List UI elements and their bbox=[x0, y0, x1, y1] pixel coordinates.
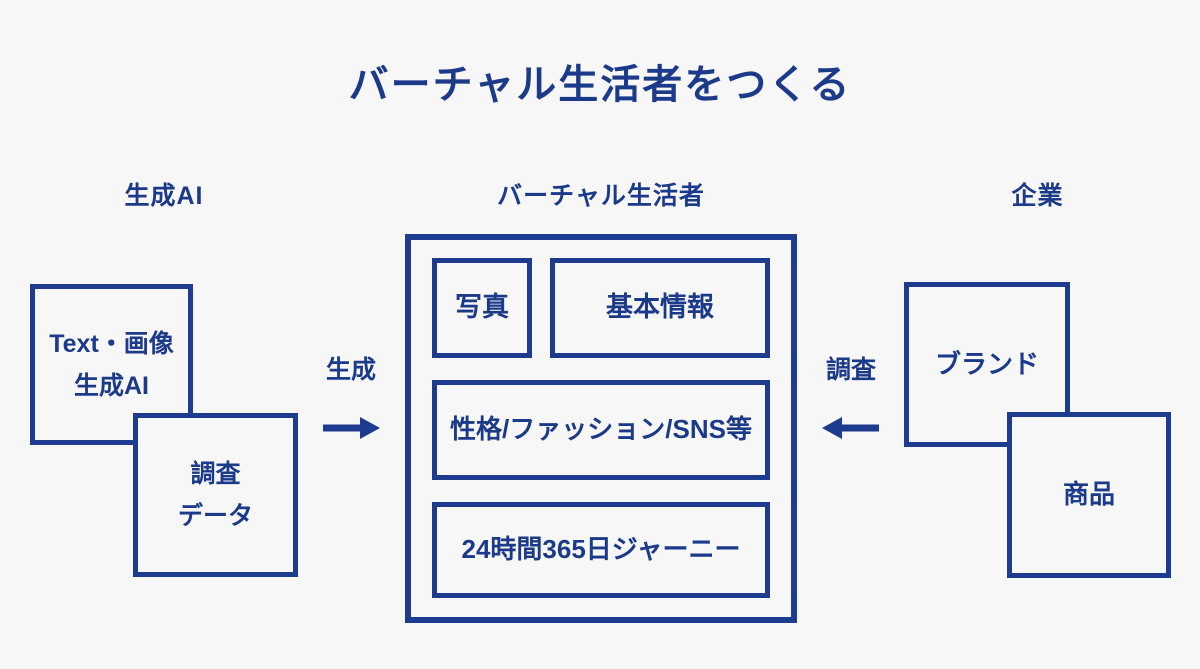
box-survey-data: 調査 データ bbox=[133, 413, 298, 577]
column-label-virtual-resident: バーチャル生活者 bbox=[497, 182, 705, 210]
generate-arrow-label: 生成 bbox=[325, 356, 376, 384]
virtual-resident-container bbox=[405, 234, 797, 623]
box-survey-data-line2: データ bbox=[177, 502, 253, 530]
box-text-image-generative-ai: Text・画像 生成AI bbox=[30, 284, 193, 445]
box-text-image-ai-line2: 生成AI bbox=[73, 371, 149, 400]
box-text-image-ai-line1: Text・画像 bbox=[49, 329, 174, 358]
page-title: バーチャル生活者をつくる bbox=[348, 63, 852, 107]
box-personality-label: 性格/ファッション/SNS等 bbox=[450, 414, 752, 445]
box-brand-label: ブランド bbox=[934, 348, 1039, 379]
survey-arrow-label: 調査 bbox=[825, 356, 876, 384]
box-survey-data-line1: 調査 bbox=[190, 460, 241, 488]
box-product: 商品 bbox=[1007, 412, 1171, 578]
box-brand: ブランド bbox=[904, 282, 1070, 447]
box-photo-label: 写真 bbox=[455, 292, 509, 323]
right-arrow-icon bbox=[322, 414, 380, 442]
box-basic-info: 基本情報 bbox=[550, 258, 770, 358]
box-photo: 写真 bbox=[432, 258, 532, 358]
column-label-generative-ai: 生成AI bbox=[124, 182, 204, 210]
box-journey: 24時間365日ジャーニー bbox=[432, 502, 770, 598]
column-label-company: 企業 bbox=[1011, 182, 1064, 210]
box-product-label: 商品 bbox=[1062, 479, 1115, 510]
box-basic-info-label: 基本情報 bbox=[606, 292, 714, 323]
left-arrow-icon bbox=[822, 414, 880, 442]
box-journey-label: 24時間365日ジャーニー bbox=[461, 534, 741, 565]
box-personality-fashion-sns: 性格/ファッション/SNS等 bbox=[432, 380, 770, 480]
